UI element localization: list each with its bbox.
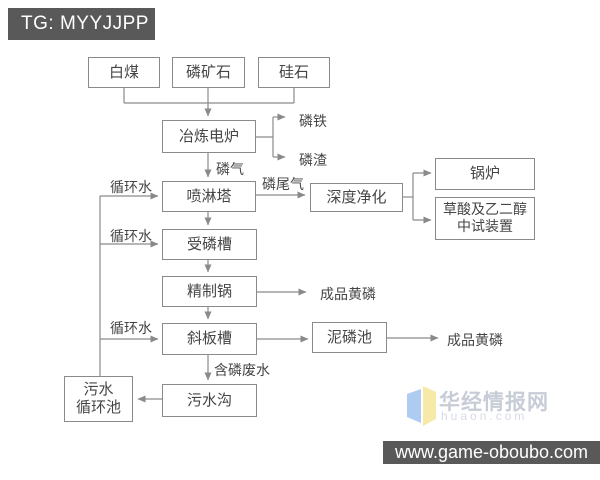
node-phosphate-ore: 磷矿石 [172, 57, 245, 88]
label-finished-yellow-phosphorus-2: 成品黄磷 [447, 334, 503, 349]
label-phosphorus-tail-gas: 磷尾气 [262, 178, 304, 193]
watermark: 华经情报网 huaon.com [405, 385, 595, 427]
node-smelting-furnace: 冶炼电炉 [162, 120, 256, 153]
node-silica: 硅石 [258, 57, 330, 88]
label-phosphorus-gas: 磷气 [216, 163, 244, 178]
label-phosphorus-slag: 磷渣 [299, 154, 327, 169]
node-line: 污水 [83, 382, 114, 398]
label-ferrophosphorus: 磷铁 [299, 115, 327, 130]
node-line: 草酸及乙二醇 [443, 202, 527, 218]
node-boiler: 锅炉 [435, 158, 535, 190]
node-line: 循环池 [75, 400, 121, 416]
node-line: 中试装置 [457, 219, 513, 235]
watermark-logo-icon [407, 386, 436, 426]
bottom-url-bar: www.game-oboubo.com [383, 441, 600, 464]
label-circulating-water-3: 循环水 [110, 322, 152, 337]
tg-badge: TG: MYYJJPP [8, 8, 155, 40]
node-phosphorus-receiving-tank: 受磷槽 [162, 229, 257, 260]
node-spray-tower: 喷淋塔 [162, 181, 256, 212]
node-sewage-circulation-pool: 污水 循环池 [64, 376, 133, 422]
node-oxalic-acid-pilot-plant: 草酸及乙二醇 中试装置 [435, 197, 535, 240]
node-white-coal: 白煤 [88, 57, 160, 88]
node-sewage-ditch: 污水沟 [162, 384, 257, 417]
node-refining-pot: 精制锅 [162, 276, 257, 307]
label-circulating-water-1: 循环水 [110, 181, 152, 196]
watermark-site-domain: huaon.com [441, 409, 528, 423]
label-phosphorus-waste-water: 含磷废水 [214, 364, 270, 379]
node-inclined-plate-tank: 斜板槽 [162, 323, 257, 355]
node-deep-purification: 深度净化 [310, 183, 403, 212]
label-finished-yellow-phosphorus-1: 成品黄磷 [320, 288, 376, 303]
node-mud-phosphorus-pool: 泥磷池 [312, 322, 387, 353]
label-circulating-water-2: 循环水 [110, 230, 152, 245]
watermark-site-name: 华经情报网 [439, 391, 549, 414]
